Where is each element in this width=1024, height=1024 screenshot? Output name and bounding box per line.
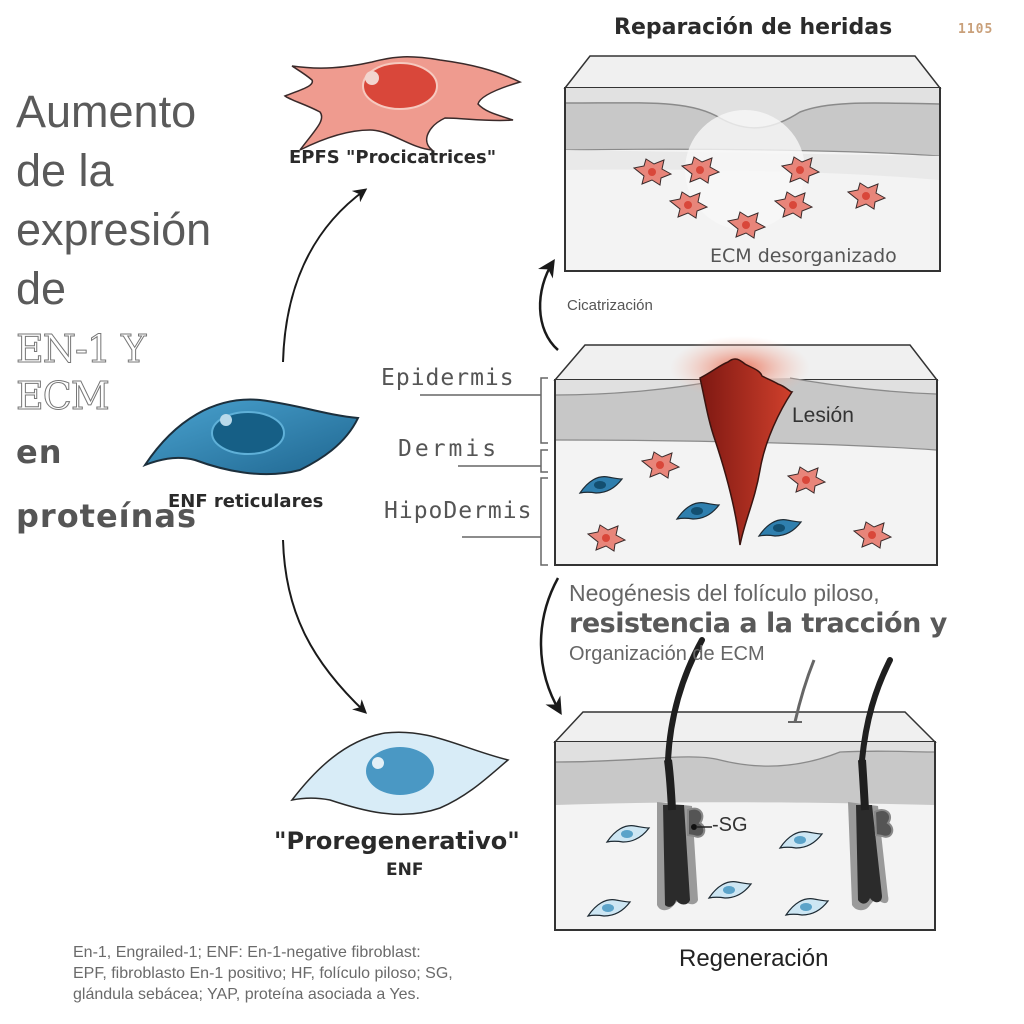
- wound-cells: [578, 451, 893, 552]
- left-title: Aumento de la expresión de EN-1 Y ECM en…: [15, 82, 212, 548]
- cell-nucleus: [621, 830, 633, 838]
- left-title-line: en: [16, 433, 63, 471]
- repair-skin-panel: [563, 55, 942, 272]
- arrow-scarring: [538, 259, 559, 351]
- cell-nucleus: [742, 221, 750, 229]
- scarring-label: Cicatrización: [567, 297, 653, 314]
- sebaceous-gland-label: -SG: [712, 814, 748, 836]
- footnote-line: glándula sebácea; YAP, proteína asociada…: [73, 986, 420, 1003]
- layer-label-epidermis: Epidermis: [381, 365, 515, 391]
- page-number: 1105: [958, 22, 994, 37]
- cell-nucleus: [800, 903, 812, 911]
- layer-label-dermis: Dermis: [398, 436, 500, 462]
- hair-stub-icon: [793, 659, 816, 723]
- repair-panel-title: Reparación de heridas: [614, 15, 893, 40]
- cell-nucleus: [773, 524, 785, 532]
- left-title-line: expresión: [16, 204, 212, 255]
- reticular-cell-label: ENF reticulares: [168, 491, 324, 512]
- layer-brackets: [420, 377, 548, 566]
- cell-nucleus: [602, 534, 610, 542]
- cell-nucleus: [862, 192, 870, 200]
- regeneration-panel-title: Regeneración: [679, 945, 829, 972]
- cell-nucleus: [789, 201, 797, 209]
- left-title-line: EN-1 Y: [15, 327, 146, 372]
- footnote-line: EPF, fibroblasto En-1 positivo; HF, folí…: [73, 965, 453, 982]
- arrow-regeneration: [539, 577, 562, 716]
- cell-nucleus: [684, 201, 692, 209]
- cell-nucleus: [594, 481, 606, 489]
- cell-nucleus: [691, 507, 703, 515]
- regeneration-fibroblast-cells: [586, 825, 830, 917]
- hair-follicle-icon: [657, 637, 706, 911]
- cell-nucleus: [723, 886, 735, 894]
- enf-proregenerative-cell-icon: [290, 731, 510, 816]
- epf-procicatrix-cell-icon: [283, 56, 523, 151]
- cell-nucleus: [796, 166, 804, 174]
- cell-nucleus: [802, 476, 810, 484]
- footnote-line: En-1, Engrailed-1; ENF: En-1-negative fi…: [73, 944, 421, 961]
- left-title-line: ECM: [15, 374, 110, 419]
- enf-reticular-cell-icon: [142, 398, 360, 476]
- cell-nucleus: [794, 836, 806, 844]
- arrow-to-procicatrix: [282, 188, 368, 363]
- lesion-wound-shape: [699, 358, 794, 546]
- regen-outcome-line2: resistencia a la tracción y: [569, 608, 947, 639]
- proregenerative-cell-sublabel: ENF: [386, 860, 424, 880]
- hair-follicle-icon: [848, 657, 894, 911]
- footnote: En-1, Engrailed-1; ENF: En-1-negative fi…: [73, 942, 453, 1005]
- left-title-line: Aumento: [16, 86, 197, 137]
- cell-nucleus: [696, 166, 704, 174]
- arrow-to-proregenerative: [282, 539, 368, 714]
- layer-label-hypodermis: HipoDermis: [384, 498, 533, 524]
- procicatrix-cell-label: EPFS "Procicatrices": [289, 147, 497, 168]
- cell-nucleus: [656, 461, 664, 469]
- cell-nucleus: [602, 904, 614, 912]
- left-title-line: proteínas: [16, 497, 198, 535]
- repair-epf-cells: [632, 156, 887, 239]
- proregenerative-cell-label: "Proregenerativo": [274, 827, 520, 855]
- cell-nucleus: [868, 531, 876, 539]
- disorganized-ecm-label: ECM desorganizado: [710, 245, 897, 267]
- regen-outcome-line3: Organización de ECM: [569, 643, 765, 665]
- lesion-label: Lesión: [792, 404, 854, 427]
- left-title-line: de: [16, 263, 67, 314]
- regen-outcome-line1: Neogénesis del folículo piloso,: [569, 580, 880, 606]
- cell-nucleus: [648, 168, 656, 176]
- left-title-line: de la: [16, 145, 114, 196]
